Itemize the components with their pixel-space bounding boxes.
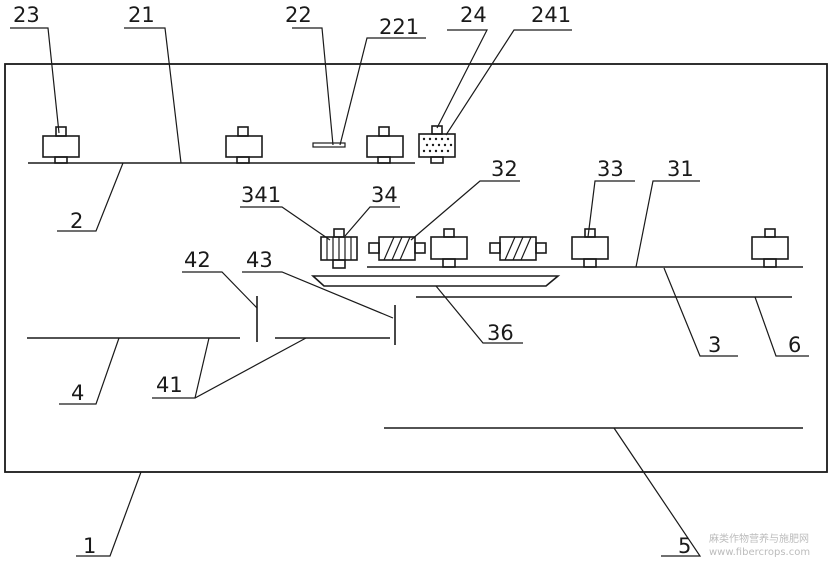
hatched-roller-32-a	[368, 236, 426, 261]
label-3: 3	[708, 333, 721, 357]
label-34: 34	[371, 183, 398, 207]
hatched-roller-32-b	[489, 236, 547, 261]
roller-unit-33-b	[571, 228, 609, 268]
tray-36	[310, 275, 561, 287]
roller-unit-23-c	[366, 126, 404, 164]
watermark-line-2: www.fibercrops.com	[709, 547, 810, 558]
label-36: 36	[487, 321, 514, 345]
dotted-roller-24	[418, 125, 456, 164]
label-33: 33	[597, 157, 624, 181]
label-2: 2	[70, 209, 83, 233]
label-221: 221	[379, 15, 419, 39]
label-6: 6	[788, 333, 801, 357]
label-31: 31	[667, 157, 694, 181]
label-4: 4	[71, 381, 84, 405]
label-43: 43	[246, 248, 273, 272]
roller-unit-23-a	[42, 126, 80, 164]
label-23: 23	[13, 3, 40, 27]
roller-unit-23-b	[225, 126, 263, 164]
label-42: 42	[184, 248, 211, 272]
watermark-line-1: 麻类作物营养与施肥网	[709, 532, 809, 545]
label-1: 1	[83, 534, 96, 558]
label-5: 5	[678, 534, 691, 558]
blade-221	[312, 142, 346, 148]
main-frame	[4, 63, 828, 473]
leader-lines	[10, 27, 809, 557]
label-22: 22	[285, 3, 312, 27]
striped-roller-34	[320, 228, 358, 269]
label-41: 41	[156, 373, 183, 397]
label-241: 241	[531, 3, 571, 27]
label-341: 341	[241, 183, 281, 207]
label-24: 24	[460, 3, 487, 27]
label-32: 32	[491, 157, 518, 181]
label-21: 21	[128, 3, 155, 27]
dot-pattern-241	[422, 137, 453, 153]
roller-unit-33-a	[430, 228, 468, 268]
roller-unit-33-c	[751, 228, 789, 268]
